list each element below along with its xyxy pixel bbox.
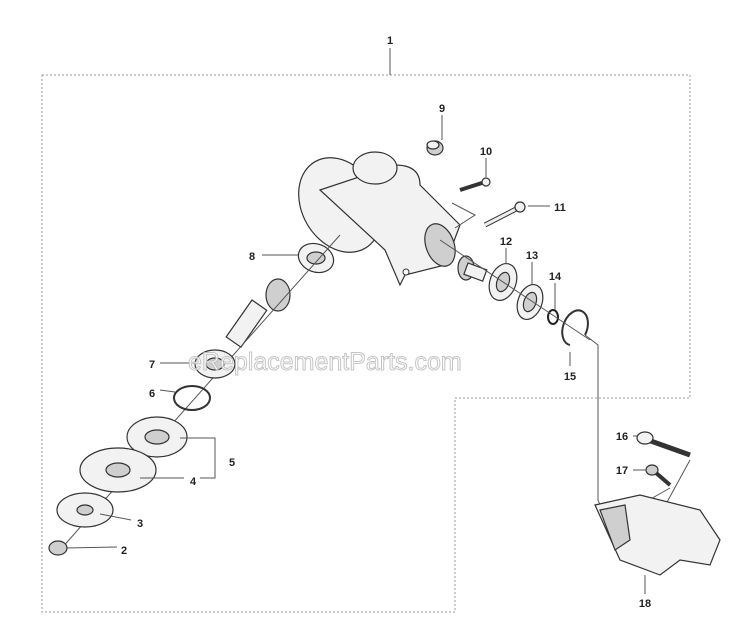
callout-5: 5 (229, 457, 235, 469)
callout-18: 18 (639, 598, 651, 610)
pinion-gear (457, 255, 488, 282)
part-15-circlip (561, 309, 589, 346)
part-13-bearing (516, 283, 544, 321)
part-17-screw (645, 464, 672, 487)
gear-housing (298, 151, 461, 287)
callout-7: 7 (149, 359, 155, 371)
callout-15: 15 (564, 371, 576, 383)
callout-3: 3 (137, 518, 143, 530)
callout-1: 1 (387, 35, 393, 47)
part-6-ring (173, 385, 211, 411)
part-9-plug (426, 140, 444, 156)
part-4-washer (79, 447, 157, 493)
callout-11: 11 (554, 202, 566, 214)
shaft-gear (225, 278, 291, 349)
callout-16: 16 (616, 431, 628, 443)
callout-6: 6 (149, 388, 155, 400)
leader-lines (65, 115, 646, 594)
part-3-washer (56, 492, 114, 528)
callout-9: 9 (439, 103, 445, 115)
part-5-flange (126, 416, 188, 458)
leader-10-11-link (451, 202, 476, 229)
axis-line-left (59, 234, 341, 551)
callout-17: 17 (616, 465, 628, 477)
callout-14: 14 (549, 271, 562, 283)
callout-2: 2 (121, 545, 127, 557)
assembly-boundary (41, 74, 691, 613)
part-16-bolt (636, 431, 691, 458)
part-7-bearing (194, 349, 236, 379)
axis-line-right (439, 239, 591, 341)
callout-10: 10 (480, 146, 492, 158)
part-18-guard (594, 494, 721, 576)
callout-4: 4 (190, 476, 197, 488)
leader-15-18 (584, 334, 601, 506)
callout-13: 13 (526, 250, 538, 262)
part-8-bearing (297, 242, 335, 274)
callout-12: 12 (500, 236, 512, 248)
part-2-nut (48, 540, 68, 556)
part-10-screw (459, 177, 491, 192)
part-14-ring (547, 309, 559, 325)
callout-8: 8 (249, 251, 255, 263)
part-11-bolt (483, 201, 526, 228)
watermark: eReplacementParts.com (188, 348, 462, 376)
